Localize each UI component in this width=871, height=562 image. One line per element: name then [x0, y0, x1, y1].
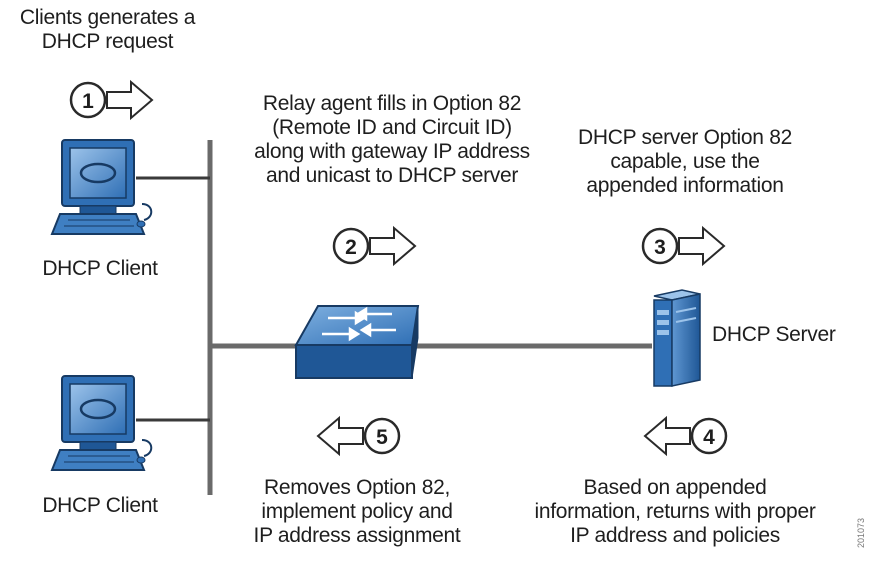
arrow-right-icon — [369, 225, 417, 267]
computer-terminal-icon — [50, 375, 153, 471]
step-4-number: 4 — [703, 426, 715, 449]
step-4-line: IP address and policies — [570, 524, 780, 547]
step-2-description: Relay agent fills in Option 82 (Remote I… — [232, 92, 552, 188]
client-top-label: DHCP Client — [42, 257, 158, 280]
step-4-marker: 4 — [643, 415, 728, 457]
client-bottom-label: DHCP Client — [42, 494, 158, 517]
step-4-line: Based on appended — [583, 476, 767, 499]
step-5-marker: 5 — [316, 415, 401, 457]
figure-id: 201073 — [856, 518, 866, 548]
step-1-marker: 1 — [69, 79, 154, 121]
step-5-line: implement policy and — [261, 500, 453, 523]
server-tower-icon — [653, 289, 701, 387]
step-5-line: IP address assignment — [253, 524, 461, 547]
server-label: DHCP Server — [712, 323, 836, 346]
arrow-left-icon — [643, 415, 691, 457]
step-5-line: Removes Option 82, — [263, 476, 451, 499]
step-5-number: 5 — [376, 426, 388, 449]
step-2-line: along with gateway IP address — [254, 140, 530, 163]
step-1-line: Clients generates a — [19, 6, 196, 29]
step-5-description: Removes Option 82, implement policy and … — [232, 476, 482, 548]
arrow-right-icon — [678, 225, 726, 267]
step-4-line: information, returns with proper — [534, 500, 816, 523]
arrow-left-icon — [316, 415, 364, 457]
step-3-line: capable, use the — [610, 150, 760, 173]
step-2-line: (Remote ID and Circuit ID) — [272, 116, 512, 139]
step-3-line: DHCP server Option 82 — [578, 126, 792, 149]
step-2-number: 2 — [345, 236, 357, 259]
step-3-marker: 3 — [641, 225, 726, 267]
step-2-marker: 2 — [332, 225, 417, 267]
relay-switch-icon — [294, 305, 420, 379]
arrow-right-icon — [106, 79, 154, 121]
step-3-line: appended information — [586, 174, 784, 197]
step-3-number: 3 — [654, 236, 666, 259]
step-1-number: 1 — [82, 90, 94, 113]
step-2-line: Relay agent fills in Option 82 — [262, 92, 522, 115]
step-1-description: Clients generates a DHCP request — [0, 6, 215, 54]
step-3-description: DHCP server Option 82 capable, use the a… — [560, 126, 810, 198]
step-4-description: Based on appended information, returns w… — [510, 476, 840, 548]
step-1-line: DHCP request — [41, 30, 174, 53]
step-2-line: and unicast to DHCP server — [265, 164, 519, 187]
computer-terminal-icon — [50, 139, 153, 235]
